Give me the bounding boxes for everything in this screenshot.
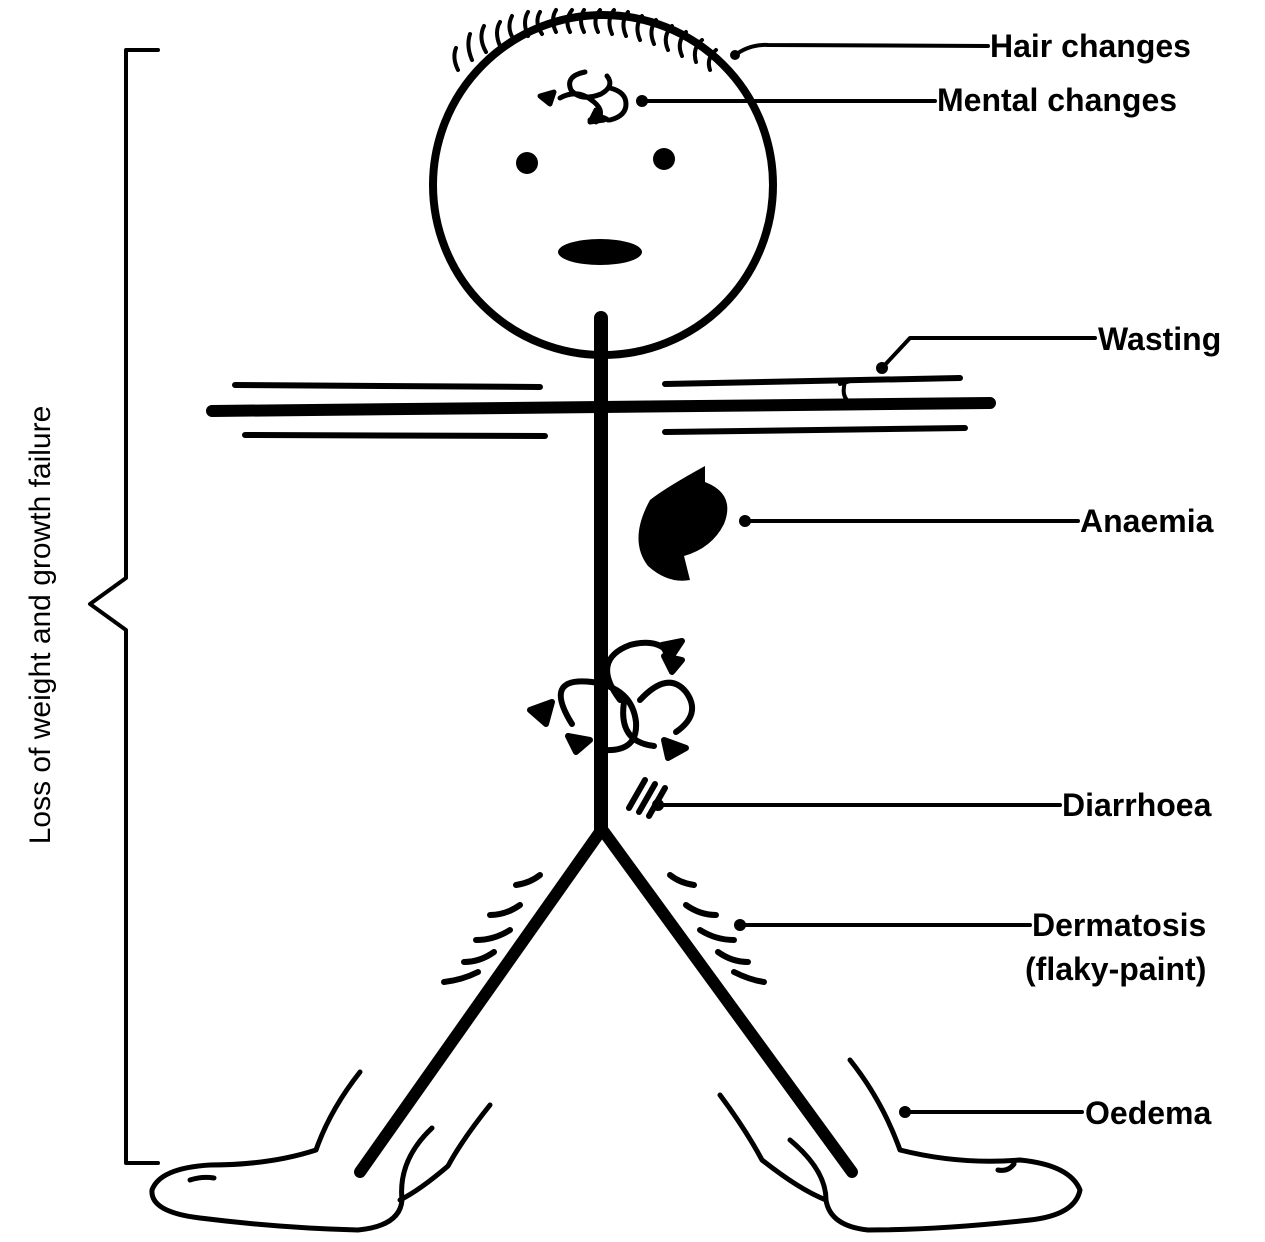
side-label: Loss of weight and growth failure	[24, 406, 57, 845]
label-dermatosis-detail: (flaky-paint)	[1025, 951, 1206, 987]
weight-loss-bracket	[90, 50, 158, 1163]
anaemia-heart	[638, 466, 727, 581]
mental-change-squiggle	[540, 72, 626, 122]
dermatosis-flakes	[444, 875, 764, 982]
label-wasting: Wasting	[1098, 321, 1221, 357]
label-mental-changes: Mental changes	[937, 82, 1177, 118]
label-dermatosis: Dermatosis	[1032, 907, 1206, 943]
label-diarrhoea: Diarrhoea	[1062, 787, 1212, 823]
diarrhoea-swirls	[530, 641, 692, 816]
head-outline	[433, 15, 773, 355]
label-hair-changes: Hair changes	[990, 28, 1191, 64]
label-oedema: Oedema	[1085, 1095, 1211, 1131]
left-eye	[516, 152, 538, 174]
mouth	[558, 239, 642, 265]
oedema-outline	[152, 1060, 1080, 1230]
right-eye	[653, 148, 675, 170]
label-anaemia: Anaemia	[1080, 503, 1214, 539]
legs	[360, 832, 852, 1172]
